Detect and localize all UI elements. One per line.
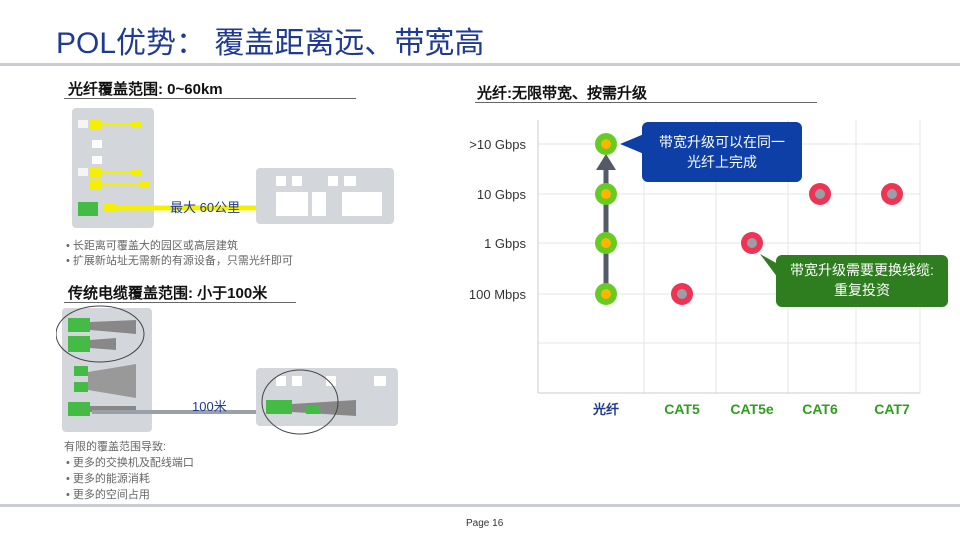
fiber-bullet-1: • 长距离可覆盖大的园区或高层建筑 <box>66 240 238 252</box>
fiber-data-point-center <box>601 189 611 199</box>
copper-bullet-1: • 更多的交换机及配线端口 <box>66 457 194 469</box>
fiber-heading-underline <box>64 98 356 99</box>
copper-heading-underline <box>64 302 296 303</box>
remote-switch <box>266 400 292 414</box>
x-tick-label: CAT5e <box>730 401 774 417</box>
copper-upgrade-callout: 带宽升级需要更换线缆: 重复投资 <box>776 255 948 307</box>
fiber-upgrade-arrow-head <box>596 154 616 170</box>
y-tick-label: 10 Gbps <box>477 187 527 202</box>
title-divider <box>0 63 960 66</box>
x-tick-label: 光纤 <box>592 402 619 417</box>
slide-title: POL优势： 覆盖距离远、带宽高 <box>56 27 485 60</box>
y-tick-label: >10 Gbps <box>469 137 526 152</box>
fiber-data-point-center <box>601 139 611 149</box>
copper-rack-highlight-circle <box>56 305 145 363</box>
y-tick-label: 100 Mbps <box>469 287 527 302</box>
fiber-callout-line-2: 光纤上完成 <box>687 154 757 170</box>
fiber-rack-illustration <box>72 108 154 228</box>
copper-bullet-2: • 更多的能源消耗 <box>66 473 150 485</box>
x-tick-label: CAT6 <box>802 401 838 417</box>
copper-callout-line-2: 重复投资 <box>834 282 890 298</box>
copper-distance-label: 100米 <box>192 399 227 414</box>
fiber-coverage-diagram <box>72 108 394 228</box>
page-number: Page 16 <box>466 518 504 529</box>
fiber-data-point-center <box>601 238 611 248</box>
copper-data-point-center <box>887 189 897 199</box>
remote-switch-highlight-circle <box>261 369 339 435</box>
chart-heading-underline <box>475 102 817 103</box>
copper-data-point-center <box>747 238 757 248</box>
copper-coverage-heading: 传统电缆覆盖范围: 小于100米 <box>68 285 268 302</box>
copper-bullet-3: • 更多的空间占用 <box>66 489 150 501</box>
chart-heading: 光纤:无限带宽、按需升级 <box>477 85 647 102</box>
fiber-coverage-heading: 光纤覆盖范围: 0~60km <box>68 81 223 98</box>
fiber-upgrade-callout: 带宽升级可以在同一 光纤上完成 <box>642 122 802 182</box>
copper-switches <box>68 318 136 416</box>
copper-data-point-center <box>815 189 825 199</box>
copper-callout-pointer <box>760 254 778 278</box>
fiber-data-point-center <box>601 289 611 299</box>
y-tick-label: 1 Gbps <box>484 236 526 251</box>
copper-intro-text: 有限的覆盖范围导致: <box>64 441 167 453</box>
fiber-distance-label: 最大 60公里 <box>170 200 241 215</box>
fiber-bullet-2: • 扩展新站址无需新的有源设备，只需光纤即可 <box>66 255 293 267</box>
copper-callout-line-1: 带宽升级需要更换线缆: <box>790 262 934 278</box>
copper-data-point-center <box>677 289 687 299</box>
x-tick-label: CAT5 <box>664 401 700 417</box>
fiber-callout-line-1: 带宽升级可以在同一 <box>659 134 785 150</box>
x-tick-label: CAT7 <box>874 401 910 417</box>
footer-divider <box>0 504 960 507</box>
fiber-patch-panels <box>78 120 150 216</box>
copper-coverage-diagram <box>56 305 398 435</box>
fiber-callout-pointer <box>620 134 644 154</box>
